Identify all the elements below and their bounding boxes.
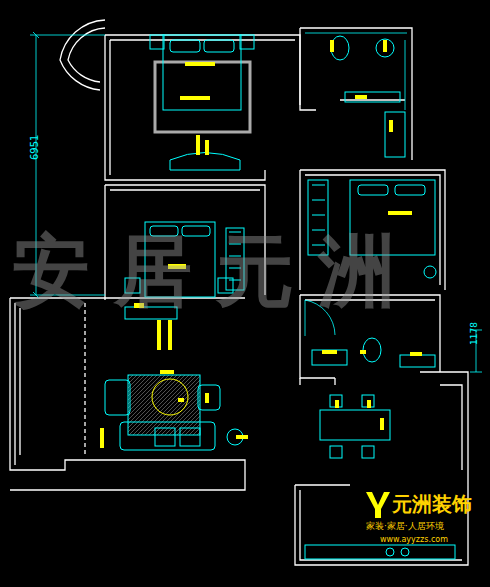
- walls: [10, 20, 468, 565]
- logo-text: 元洲装饰: [392, 494, 472, 514]
- dimension-lines: [30, 32, 482, 372]
- dimension-text: 6951: [30, 135, 40, 160]
- slogan-text: 家装·家居·人居环境: [366, 522, 444, 531]
- dimension-text: 1178: [470, 322, 479, 345]
- watermark: 安居元洲: [12, 232, 420, 310]
- website-text: www.ayyzzs.com: [380, 536, 448, 544]
